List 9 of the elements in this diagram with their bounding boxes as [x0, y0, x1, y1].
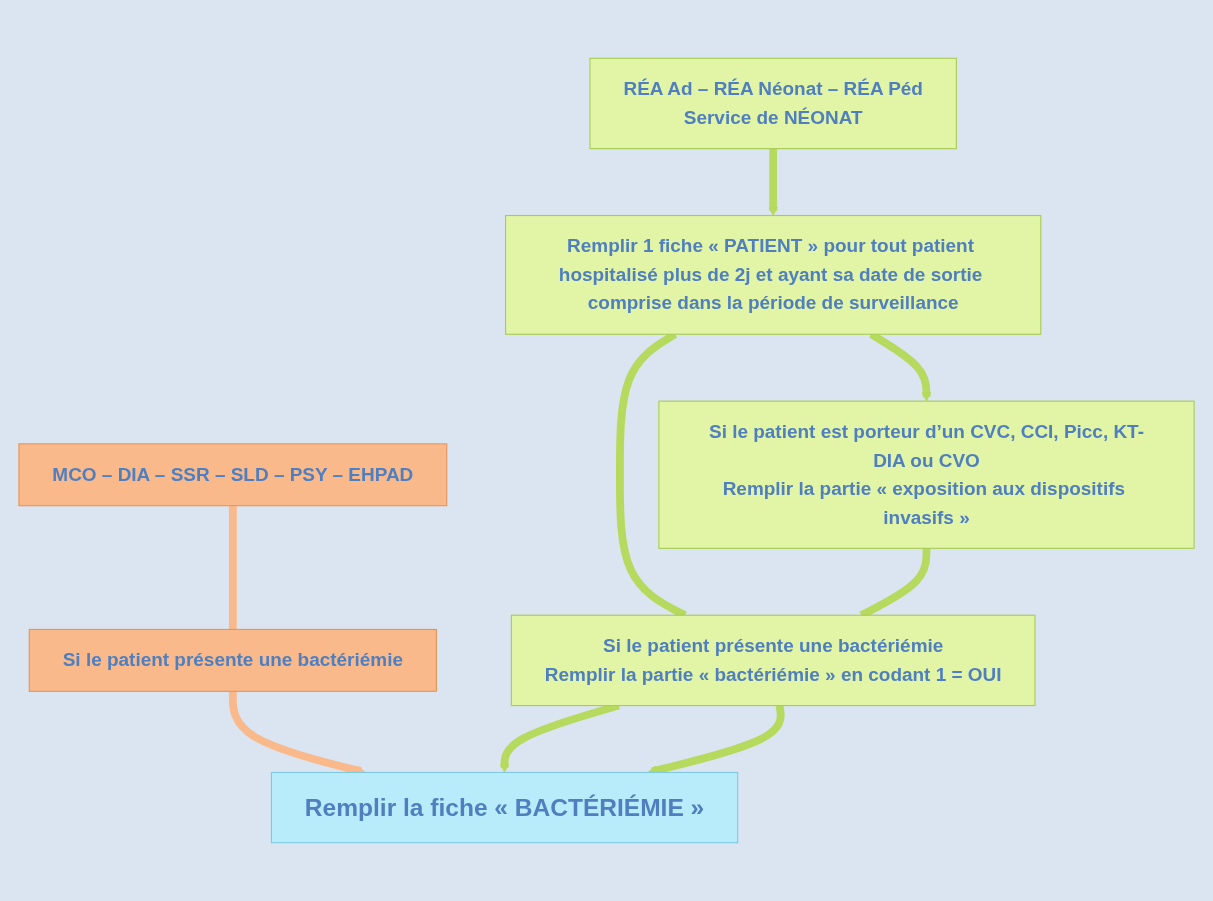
node-box: Remplir la fiche « BACTÉRIÉMIE »	[270, 771, 739, 844]
arrow	[768, 148, 779, 216]
node-box: Remplir 1 fiche « PATIENT » pour tout patient hospitalisé plus de 2j et ayant sa date de sortie comprise dans la période de surveillance	[505, 214, 1042, 335]
node-box: Si le patient présente une bactériémie	[28, 628, 437, 692]
node-box: RÉA Ad – RÉA Néonat – RÉA Péd Service de NÉONAT	[589, 57, 957, 150]
node-box: MCO – DIA – SSR – SLD – PSY – EHPAD	[18, 443, 448, 507]
node-box: Si le patient présente une bactériémie Remplir la partie « bactériémie » en codant 1 = OUI	[510, 614, 1036, 707]
connector	[228, 505, 237, 630]
node-box: Si le patient est porteur d’un CVC, CCI, Picc, KT-DIA ou CVO Remplir la partie « exposition aux dispositifs invasifs »	[658, 400, 1195, 549]
